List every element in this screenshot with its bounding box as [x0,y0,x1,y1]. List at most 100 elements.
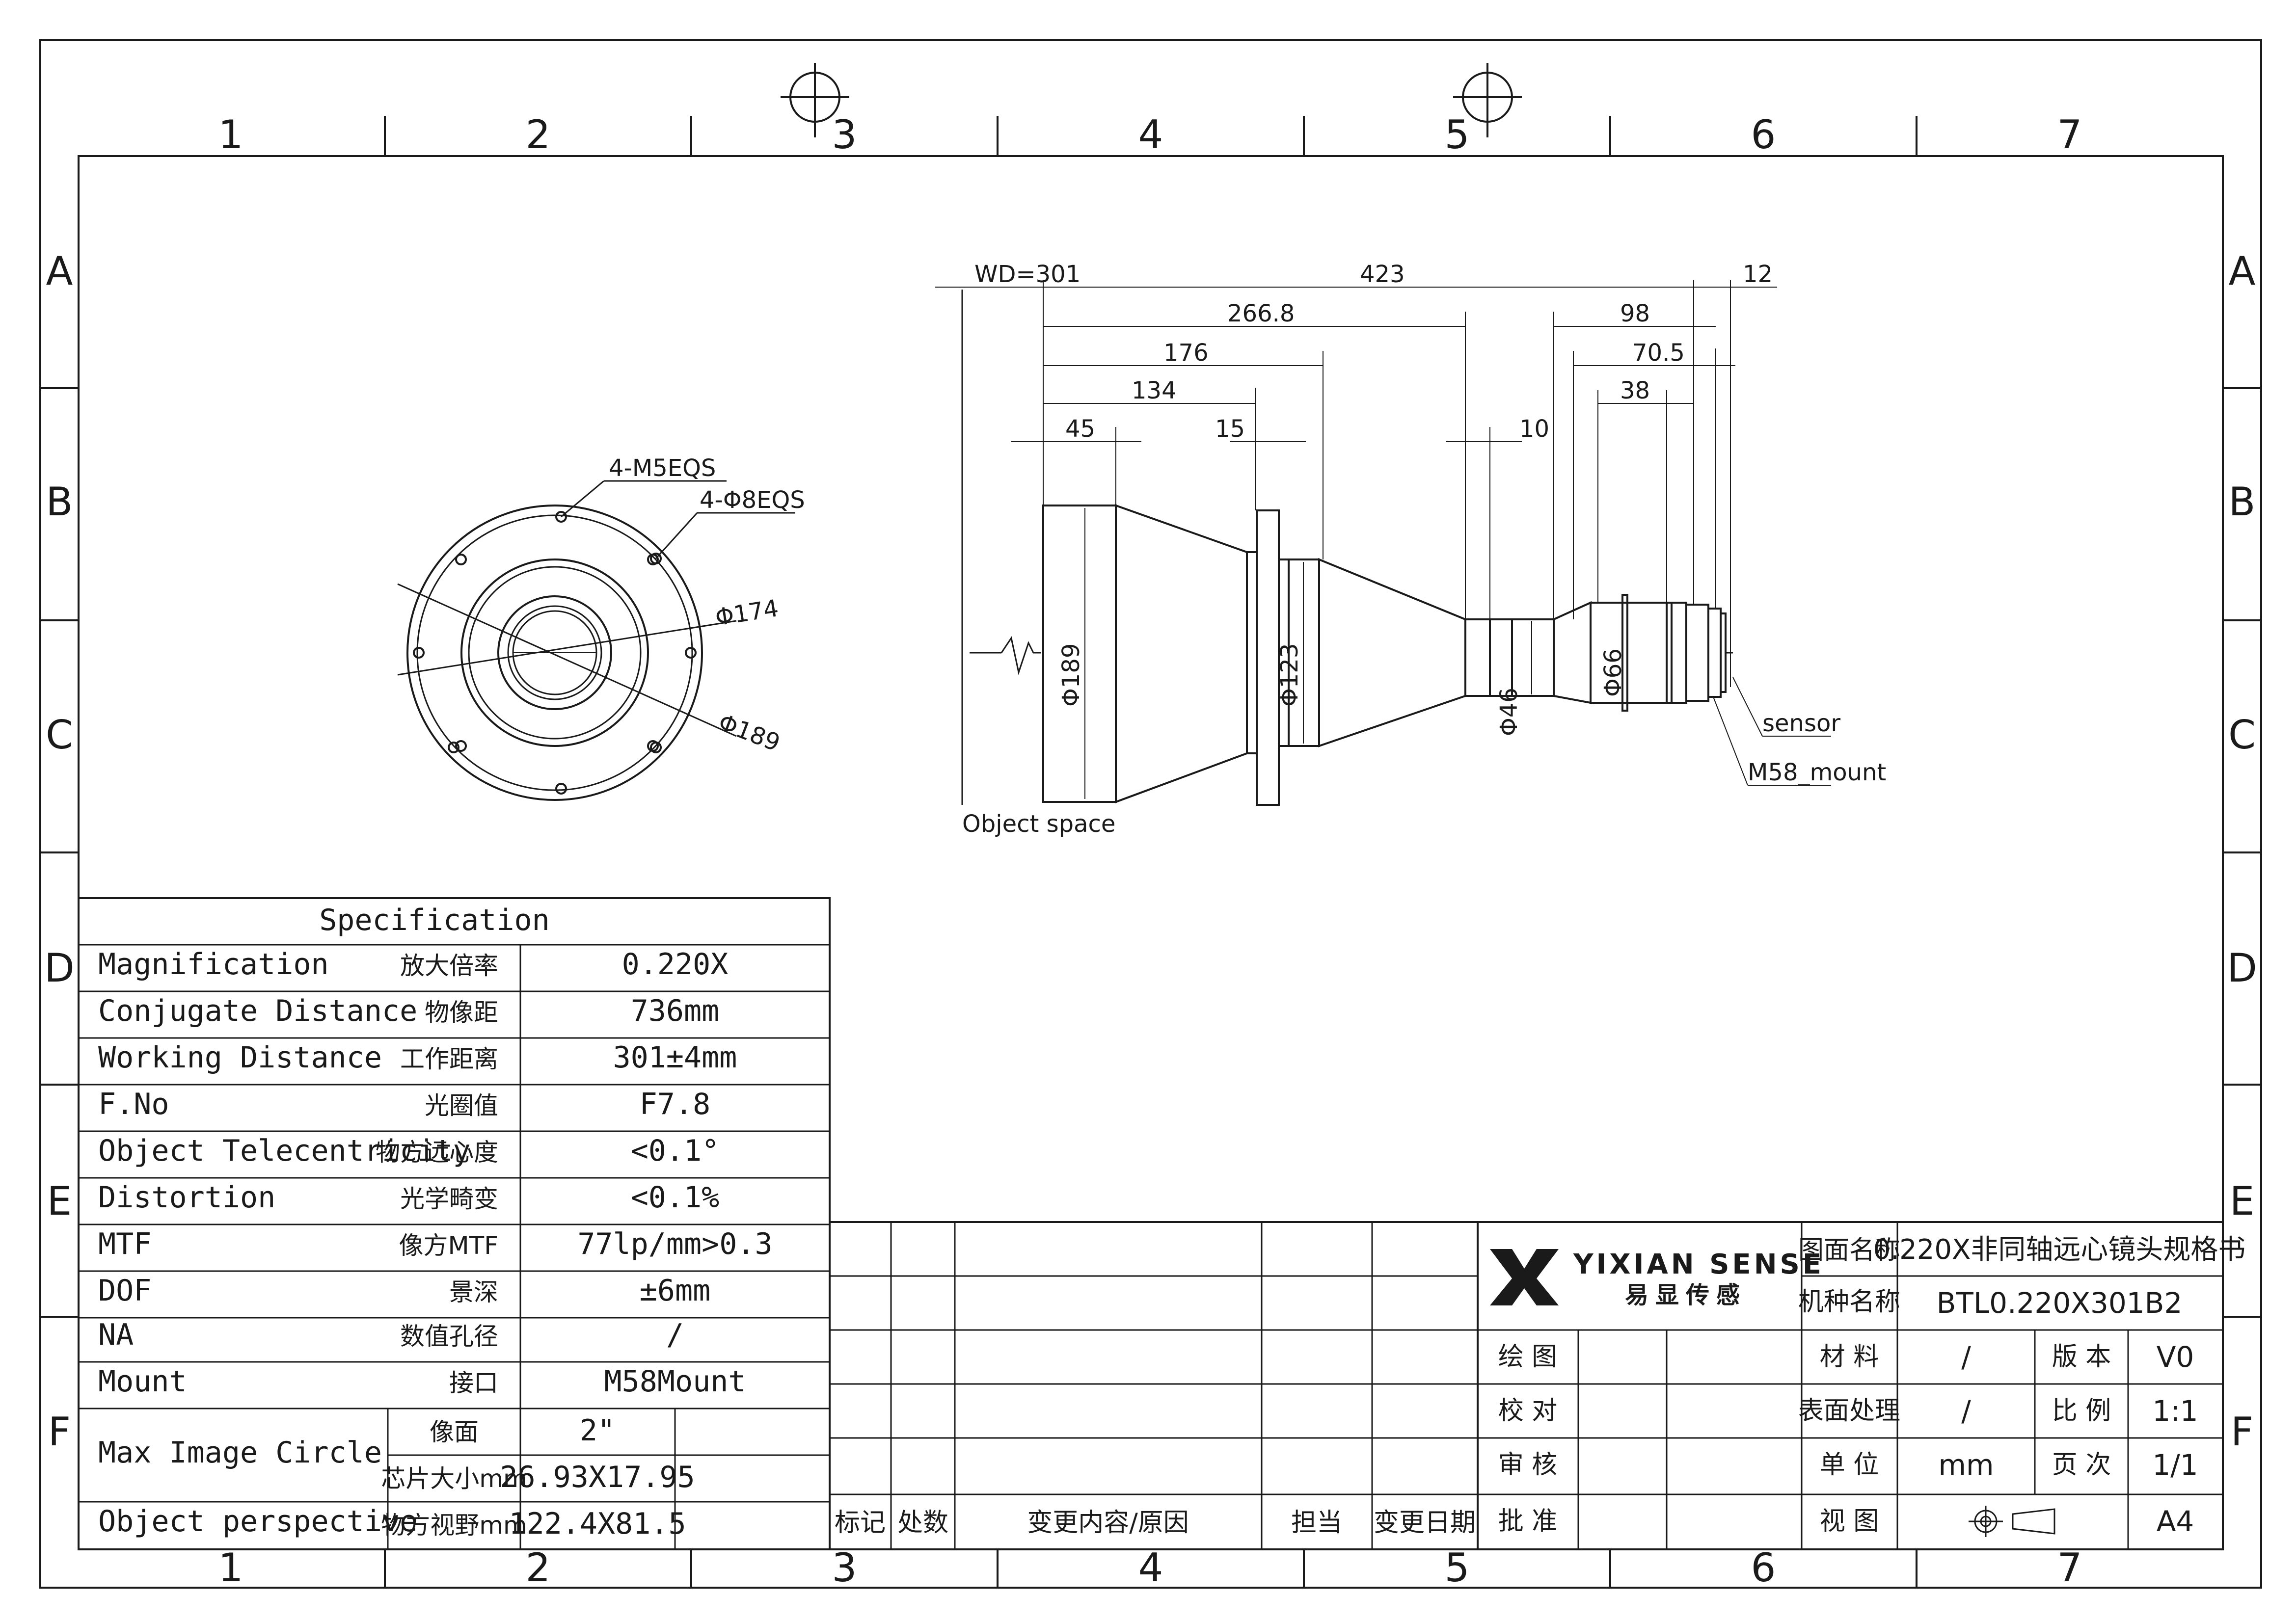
tb-check-label: 校 对 [1498,1396,1558,1426]
m58-mount [1707,608,1722,698]
tb-scale: 1:1 [2152,1394,2198,1428]
col-label-2-bottom: 2 [526,1545,551,1591]
flange-outer-circle [406,505,703,801]
label-4-phi8eqs: 4-Φ8EQS [700,486,805,514]
spec-val-image-plane: 2" [580,1413,615,1448]
spec-cn-1: 物像距 [425,998,498,1027]
row-label-e-right: E [2230,1178,2255,1224]
spec-en-0: Magnification [98,947,329,982]
spec-en-5: Distortion [98,1180,275,1215]
spec-cn-chip-size: 芯片大小mm [381,1464,527,1493]
dim-phi46: Φ46 [1495,688,1523,736]
row-label-c-right: C [2228,712,2256,758]
dim-12: 12 [1743,261,1773,288]
row-label-d-right: D [2227,945,2257,991]
dim-10: 10 [1519,415,1549,443]
dim-38: 38 [1620,377,1650,404]
tb-unit: mm [1939,1448,1994,1482]
dim-98: 98 [1620,300,1650,327]
tb-model-label: 机种名称 [1798,1287,1900,1317]
col-label-6: 6 [1751,112,1776,158]
spec-val-chip-size: 26.93X17.95 [500,1460,695,1494]
row-label-a: A [46,248,73,294]
dim-phi189: Φ189 [1057,643,1085,707]
tb-surface-label: 表面处理 [1798,1396,1900,1426]
row-label-f: F [48,1409,71,1455]
bore-circle-1 [460,558,649,747]
spec-en-8: NA [98,1318,134,1352]
dim-70-5: 70.5 [1632,339,1685,367]
column-ticks [384,116,1918,1588]
centering-mark-left [781,63,849,137]
label-object-space: Object space [962,810,1115,838]
row-label-b: B [46,479,73,525]
spec-en-1: Conjugate Distance [98,994,417,1028]
tb-scale-label: 比 例 [2052,1396,2111,1426]
spec-en-9: Mount [98,1364,187,1399]
tb-material: / [1961,1340,1971,1374]
spec-val-9: M58Mount [604,1364,746,1399]
spec-cn-2: 工作距离 [400,1045,498,1073]
spec-val-1: 736mm [631,994,720,1028]
spec-cn-7: 景深 [449,1278,498,1306]
col-label-5: 5 [1445,112,1470,158]
brand-name-cn: 易显传感 [1625,1281,1747,1309]
rear-body [1590,602,1673,704]
brand-name: YIXIAN SENSE [1573,1249,1824,1280]
spec-cn-0: 放大倍率 [400,952,498,980]
tb-model: BTL0.220X301B2 [1937,1286,2183,1320]
tb-page-label: 页 次 [2052,1450,2111,1480]
tb-page: 1/1 [2152,1448,2198,1482]
tb-material-label: 材 料 [1820,1342,1879,1372]
spec-cn-9: 接口 [449,1369,498,1397]
title-block [1477,1221,2224,1550]
spec-en-2: Working Distance [98,1040,382,1075]
col-label-3: 3 [832,112,857,158]
row-label-f-right: F [2231,1409,2253,1455]
spec-val-object-fov: 122.4X81.5 [509,1507,686,1541]
col-label-2: 2 [526,112,551,158]
col-label-4: 4 [1138,112,1163,158]
dim-423: 423 [1360,261,1405,288]
spec-cn-8: 数值孔径 [400,1322,498,1351]
spec-en-max-image: Max Image Circle [98,1436,382,1470]
dim-45: 45 [1065,415,1095,443]
neck [1511,618,1555,697]
side-view [935,280,1831,806]
spec-cn-3: 光圈值 [425,1091,498,1120]
tb-review-label: 审 核 [1498,1450,1558,1480]
dim-266-8: 266.8 [1227,300,1295,327]
col-label-7-bottom: 7 [2057,1545,2082,1591]
rev-header-count: 处数 [897,1508,948,1538]
outer-frame [39,39,2262,1589]
col-label-6-bottom: 6 [1751,1545,1776,1591]
label-wd: WD=301 [974,261,1080,288]
tb-version-label: 版 本 [2052,1342,2111,1372]
tb-approve-label: 批 准 [1498,1507,1558,1536]
dim-phi66: Φ66 [1599,648,1627,697]
spec-val-8: / [666,1318,684,1352]
spec-val-3: F7.8 [640,1087,711,1121]
spec-val-7: ±6mm [640,1274,711,1308]
row-label-e: E [47,1178,72,1224]
dim-176: 176 [1163,339,1209,367]
spec-val-2: 301±4mm [613,1040,737,1075]
col-label-4-bottom: 4 [1138,1545,1163,1591]
row-label-b-right: B [2229,479,2256,525]
rev-header-content: 变更内容/原因 [1027,1508,1189,1538]
rev-header-date: 变更日期 [1374,1508,1476,1538]
revision-table [829,1221,1479,1550]
spec-en-3: F.No [98,1087,169,1121]
dim-134: 134 [1132,377,1177,404]
row-ticks [40,387,2261,1318]
tb-view-label: 视 图 [1820,1507,1879,1536]
tb-drawing-name: 0.220X非同轴远心镜头规格书 [1873,1234,2246,1266]
dim-15: 15 [1215,415,1245,443]
col-label-7: 7 [2057,112,2082,158]
col-label-3-bottom: 3 [832,1545,857,1591]
bore-circle-2 [497,595,612,710]
tb-drawing-name-label: 图面名称 [1798,1236,1900,1265]
brand-logo-icon [1490,1249,1559,1305]
tb-draw-label: 绘 图 [1498,1342,1558,1372]
